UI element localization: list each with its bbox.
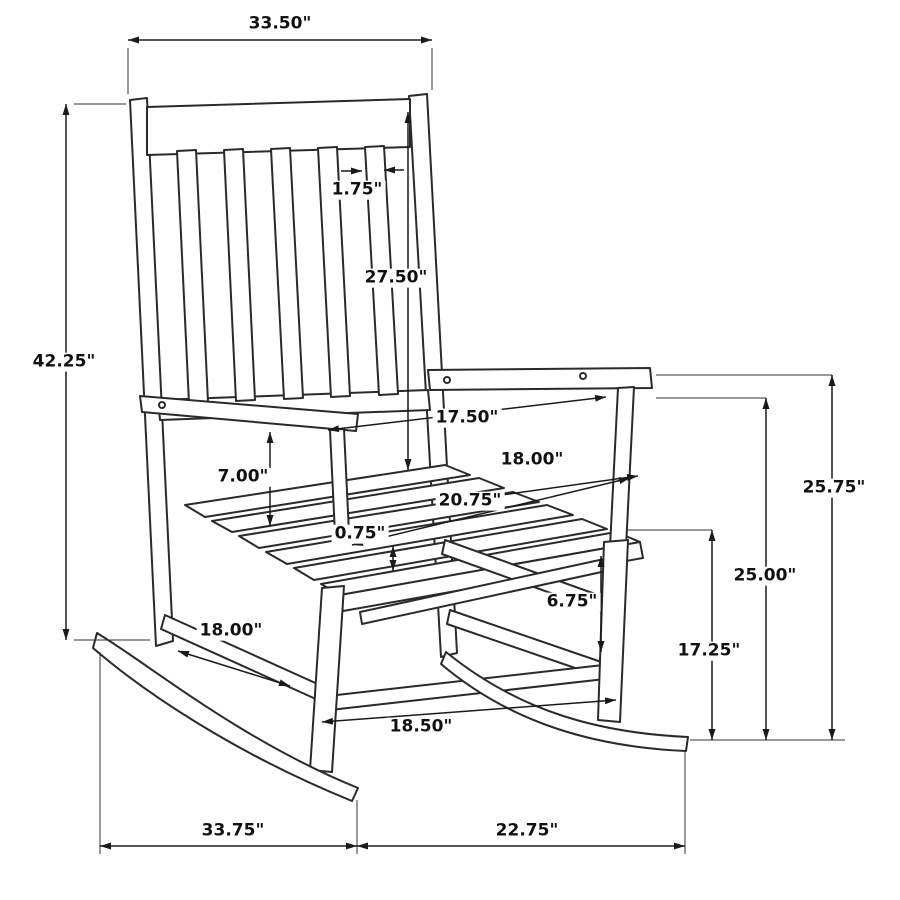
back-slat xyxy=(176,149,209,404)
front-leg-left xyxy=(309,585,345,773)
dim-rocker-front-section: 33.75" xyxy=(198,821,268,841)
chair xyxy=(92,93,689,802)
arm-left-support xyxy=(329,428,350,535)
arm-right-support xyxy=(609,386,635,549)
dim-overall-height: 42.25" xyxy=(29,352,99,372)
dim-rocker-rear-section: 22.75" xyxy=(492,821,562,841)
dim-stretcher-spacing: 6.75" xyxy=(543,592,601,612)
rocker-right xyxy=(440,651,689,752)
dim-seat-slat-thickness: 0.75" xyxy=(331,524,389,544)
dim-arm-to-seat-height: 7.00" xyxy=(214,467,272,487)
dim-seat-to-back-top: 27.50" xyxy=(361,268,431,288)
arm-screw xyxy=(158,401,166,409)
extension-lines xyxy=(74,48,845,854)
dim-seat-width: 18.00" xyxy=(497,450,567,470)
arm-screw xyxy=(579,372,587,380)
dim-front-stretcher-length: 18.50" xyxy=(386,717,456,737)
dim-seat-depth: 20.75" xyxy=(435,491,505,511)
front-leg-right xyxy=(597,539,629,723)
back-post-left xyxy=(129,97,174,647)
arm-right xyxy=(427,367,653,391)
back-slat xyxy=(270,147,304,400)
dim-floor-to-arm-top: 25.75" xyxy=(799,478,869,498)
dim-side-stretcher-length: 18.00" xyxy=(196,621,266,641)
arm-screw xyxy=(443,376,451,384)
dim-floor-to-seat-front: 17.25" xyxy=(674,641,744,661)
dim-arm-front-span: 17.50" xyxy=(432,408,502,428)
dim-back-slat-width: 1.75" xyxy=(328,180,386,200)
dim-floor-to-arm-rear: 25.00" xyxy=(730,566,800,586)
back-slat xyxy=(223,148,256,402)
dim-overall-width: 33.50" xyxy=(245,14,315,34)
rocker-left xyxy=(92,632,359,802)
